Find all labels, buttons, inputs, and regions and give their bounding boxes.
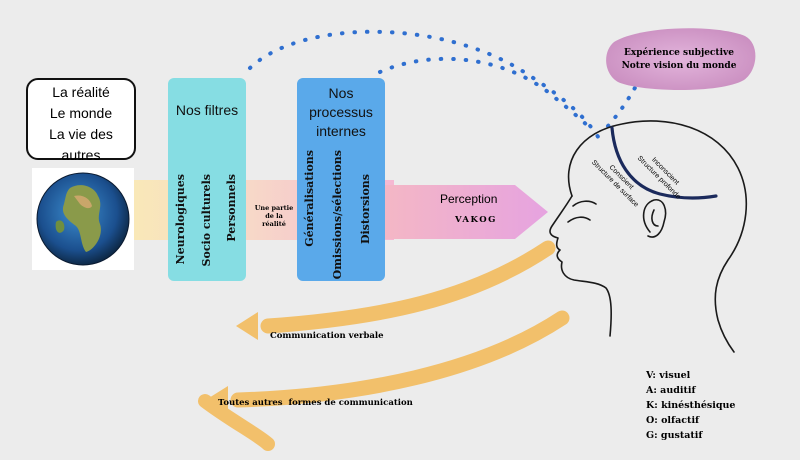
subjective-line-2: Notre vision du monde (621, 61, 737, 71)
filters-box: Nos filtres Neurologiques Socio culturel… (168, 78, 246, 281)
vakog-legend: V: visuel A: auditif K: kinésthésique O:… (646, 368, 735, 443)
subjective-line-1: Expérience subjective (624, 48, 734, 58)
filter-sociocultural: Socio culturels (200, 174, 213, 267)
other-arrow-tail (198, 394, 275, 451)
dotted-arc-processes (378, 56, 594, 132)
process-distortions: Distorsions (359, 174, 372, 245)
partial-reality-note: Une partie de la réalité (254, 204, 294, 228)
other-communication-label: Toutes autres formes de communication (218, 398, 413, 408)
brain-divider (610, 126, 718, 200)
processes-title-line-3: internes (316, 123, 366, 139)
note-line-1: Une partie (254, 204, 294, 212)
dotted-arc-guide (378, 49, 592, 132)
earth-globe-icon (36, 172, 130, 266)
subjective-experience-text: Expérience subjective Notre vision du mo… (611, 33, 747, 87)
other-communication-arrow (230, 310, 570, 408)
filters-title: Nos filtres (175, 102, 239, 118)
perception-label: Perception (440, 192, 498, 206)
processes-title-line-2: processus (309, 104, 373, 120)
subjective-experience-bubble (606, 28, 756, 91)
processes-title: Nos processus internes (297, 84, 385, 141)
verbal-communication-label: Communication verbale (270, 331, 384, 341)
processes-title-line-1: Nos (328, 85, 354, 101)
internal-processes-box: Nos processus internes Généralisations O… (297, 78, 385, 281)
note-line-3: réalité (262, 220, 286, 228)
legend-item-visual: V: visuel (646, 370, 691, 381)
verbal-communication-arrow (260, 240, 556, 334)
filter-neurological: Neurologiques (174, 174, 187, 265)
filter-personal: Personnels (225, 174, 238, 242)
process-generalisations: Généralisations (303, 150, 316, 247)
reality-line-2: Le monde (49, 105, 113, 121)
process-omissions: Omissions/sélections (331, 150, 344, 280)
note-line-2: de la (265, 212, 283, 220)
reality-box: La réalité Le monde La vie des autres (26, 78, 136, 163)
legend-item-auditory: A: auditif (646, 385, 696, 396)
reality-line-1: La réalité (52, 84, 110, 100)
legend-item-kinesthetic: K: kinésthésique (646, 400, 736, 411)
dotted-arc-subjective (606, 84, 638, 128)
head-profile-icon (549, 120, 748, 353)
verbal-arrow-head (236, 312, 258, 340)
legend-item-gustatory: G: gustatif (646, 430, 703, 441)
legend-item-olfactory: O: olfactif (646, 415, 700, 426)
vakog-label: VAKOG (455, 215, 497, 225)
reality-line-3: La vie des autres (49, 126, 113, 163)
perception-arrow (384, 185, 548, 239)
